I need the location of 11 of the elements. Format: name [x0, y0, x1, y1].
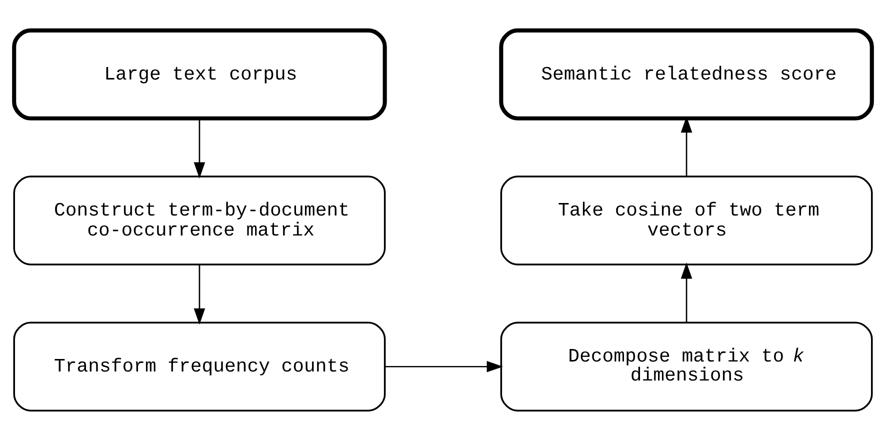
arrow: [194, 118, 206, 178]
arrow: [680, 262, 692, 322]
arrow: [384, 360, 504, 372]
node-box: Large text corpus: [12, 28, 387, 120]
node-box: Construct term-by-document co-occurrence matrix: [13, 175, 386, 265]
node-box: Semantic relatedness score: [499, 28, 874, 120]
arrow: [680, 116, 692, 176]
arrow: [194, 264, 206, 324]
node-box: Take cosine of two term vectors: [500, 175, 873, 265]
node-box: Transform frequency counts: [13, 321, 386, 411]
node-box: Decompose matrix to k dimensions: [500, 321, 873, 411]
